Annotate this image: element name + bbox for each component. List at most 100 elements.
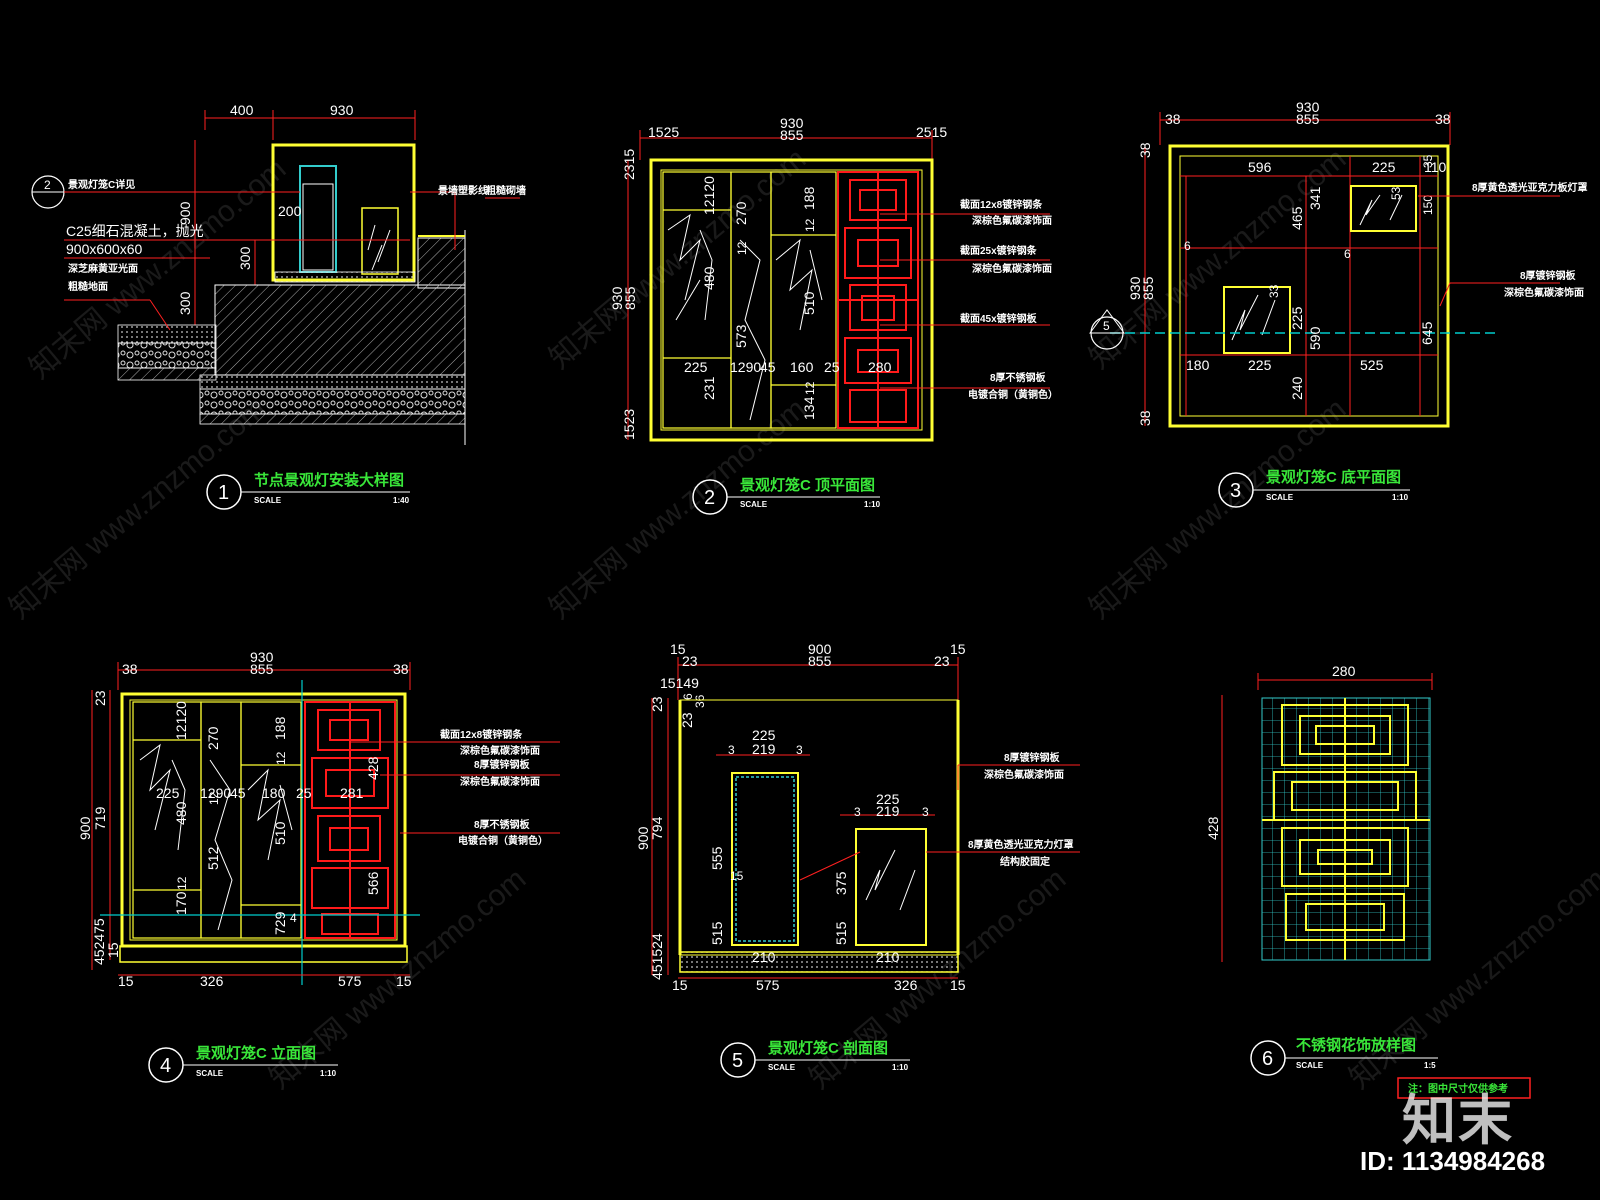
dim-label: 38	[393, 661, 409, 677]
dim-label: 12	[175, 876, 189, 890]
note: 截面45x镀锌钢板	[960, 312, 1038, 325]
drawing-5-section: 15 900 15 23 855 23 15149 6 36 23 23 225…	[635, 641, 1080, 1078]
drawing-number: 3	[1230, 480, 1241, 502]
note: 8厚镀锌钢板	[474, 758, 531, 771]
dim-label: 645	[1419, 321, 1435, 345]
dim-label: 23	[679, 712, 695, 728]
dim-label: 225	[1289, 306, 1305, 330]
dim-label: 375	[833, 871, 849, 895]
drawing-title: 不锈钢花饰放样图	[1296, 1036, 1416, 1054]
drawing-title: 节点景观灯安装大样图	[254, 471, 404, 489]
dim-label: 12120	[173, 701, 189, 740]
dim-label: 15	[950, 641, 966, 657]
note: 景观灯笼C详见	[68, 178, 135, 191]
dim-label: 270	[733, 201, 749, 225]
note: 8厚黄色透光亚克力灯罩	[968, 838, 1074, 851]
dim-label: 326	[894, 977, 918, 993]
dim-label: 2315	[621, 149, 637, 180]
dim-label: 465	[1289, 206, 1305, 230]
note: 结构胶固定	[1000, 855, 1050, 868]
dim-label: 180	[1186, 357, 1210, 373]
dim-label: 36	[693, 694, 707, 708]
dim-label: 855	[1140, 276, 1156, 300]
dim-label: 555	[709, 846, 725, 870]
watermark-text: 知末网 www.znzmo.com	[543, 142, 812, 375]
image-id-label: ID: 1134984268	[1360, 1146, 1546, 1176]
note: 深棕色氟碳漆饰面	[1504, 286, 1584, 299]
dim-label: 326	[200, 973, 224, 989]
dim-label: 855	[622, 286, 638, 310]
dim-label: 12	[207, 791, 221, 805]
note: 深棕色氟碳漆饰面	[460, 775, 540, 788]
dim-label: 1290	[730, 359, 761, 375]
note: 粗糙砌墙	[486, 184, 526, 197]
note: 截面12x8镀锌钢条	[960, 198, 1043, 211]
dim-label: 12	[803, 381, 817, 395]
scale-value: 1:10	[320, 1069, 337, 1078]
dim-label: 566	[365, 871, 381, 895]
dim-label: 200	[278, 203, 302, 219]
note: 截面25x镀锌钢条	[960, 244, 1038, 257]
scale-value: 1:10	[892, 1063, 909, 1072]
dim-label: 23	[934, 653, 950, 669]
dim-label: 480	[701, 266, 717, 290]
dim-label: 210	[876, 949, 900, 965]
dim-label: 1523	[621, 409, 637, 440]
drawing-number: 4	[160, 1055, 171, 1077]
dim-label: 225	[156, 785, 180, 801]
dim-label: 1525	[648, 124, 679, 140]
scale-value: 1:10	[864, 500, 881, 509]
dim-label: 400	[230, 102, 254, 118]
dim-label: 525	[1360, 357, 1384, 373]
dim-label: 35	[1421, 154, 1435, 168]
dim-label: 25	[824, 359, 840, 375]
dim-label: 270	[205, 726, 221, 750]
dim-label: 210	[752, 949, 776, 965]
dim-label: 729	[272, 911, 288, 935]
dim-label: 900	[635, 826, 651, 850]
dim-label: 6	[1184, 239, 1191, 253]
watermark-text: 知末网 www.znzmo.com	[543, 392, 812, 625]
dim-label: 15	[950, 977, 966, 993]
dim-label: 134	[801, 396, 817, 420]
dim-label: 12	[735, 241, 749, 255]
dim-label: 930	[1296, 99, 1320, 115]
drawing-3-bottom-plan: 38 930 855 38 38 930 855 38 5 596 225 11…	[1089, 99, 1588, 508]
dim-label: 4	[290, 911, 297, 925]
drawing-title: 景观灯笼C 底平面图	[1266, 468, 1401, 486]
dim-label: 1290	[200, 785, 231, 801]
dim-label: 452475	[91, 918, 107, 965]
dim-label: 2515	[916, 124, 947, 140]
dim-label: 3	[922, 805, 929, 819]
note: 深棕色氟碳漆饰面	[984, 768, 1064, 781]
note: 截面12x8镀锌钢条	[440, 728, 523, 741]
svg-text:2: 2	[44, 178, 51, 192]
dim-label: 900	[808, 641, 832, 657]
note: 深棕色氟碳漆饰面	[972, 214, 1052, 227]
dim-label: 930	[609, 286, 625, 310]
dim-label: 855	[250, 661, 274, 677]
dim-label: 12	[274, 751, 288, 765]
note: 8厚镀锌钢板	[1004, 751, 1061, 764]
dim-label: 6	[681, 693, 695, 700]
dim-label: 33	[1267, 284, 1281, 298]
note: 8厚镀锌钢板	[1520, 269, 1577, 282]
note: 深芝麻黄亚光面	[68, 262, 138, 275]
drawing-6-ornament-pattern: 280 428 6 不锈钢花饰放样图 SCALE 1:5 注：图中尺寸仅供参考	[1205, 663, 1531, 1099]
dim-label: 930	[250, 649, 274, 665]
drawing-1-install-detail: 400 930 900 300 300 200 2	[31, 102, 526, 510]
watermark-logo: 知末	[1402, 1089, 1514, 1152]
note: 8厚不锈钢板	[474, 818, 531, 831]
drawing-4-elevation: 38 930 855 38 23 900 719	[77, 649, 560, 1083]
dim-label: 12	[803, 218, 817, 232]
drawing-number: 5	[732, 1050, 743, 1072]
dim-label: 3	[796, 743, 803, 757]
dim-label: 180	[262, 785, 286, 801]
dim-label: 225	[752, 727, 776, 743]
drawing-2-top-plan: 1525 930 855 2515 2315 930 855 1523	[609, 115, 1058, 515]
dim-label: 515	[709, 921, 725, 945]
dim-label: 3	[854, 805, 861, 819]
dim-label: 15	[396, 973, 412, 989]
dim-label: 231	[701, 376, 717, 400]
scale-label: SCALE	[740, 500, 768, 509]
